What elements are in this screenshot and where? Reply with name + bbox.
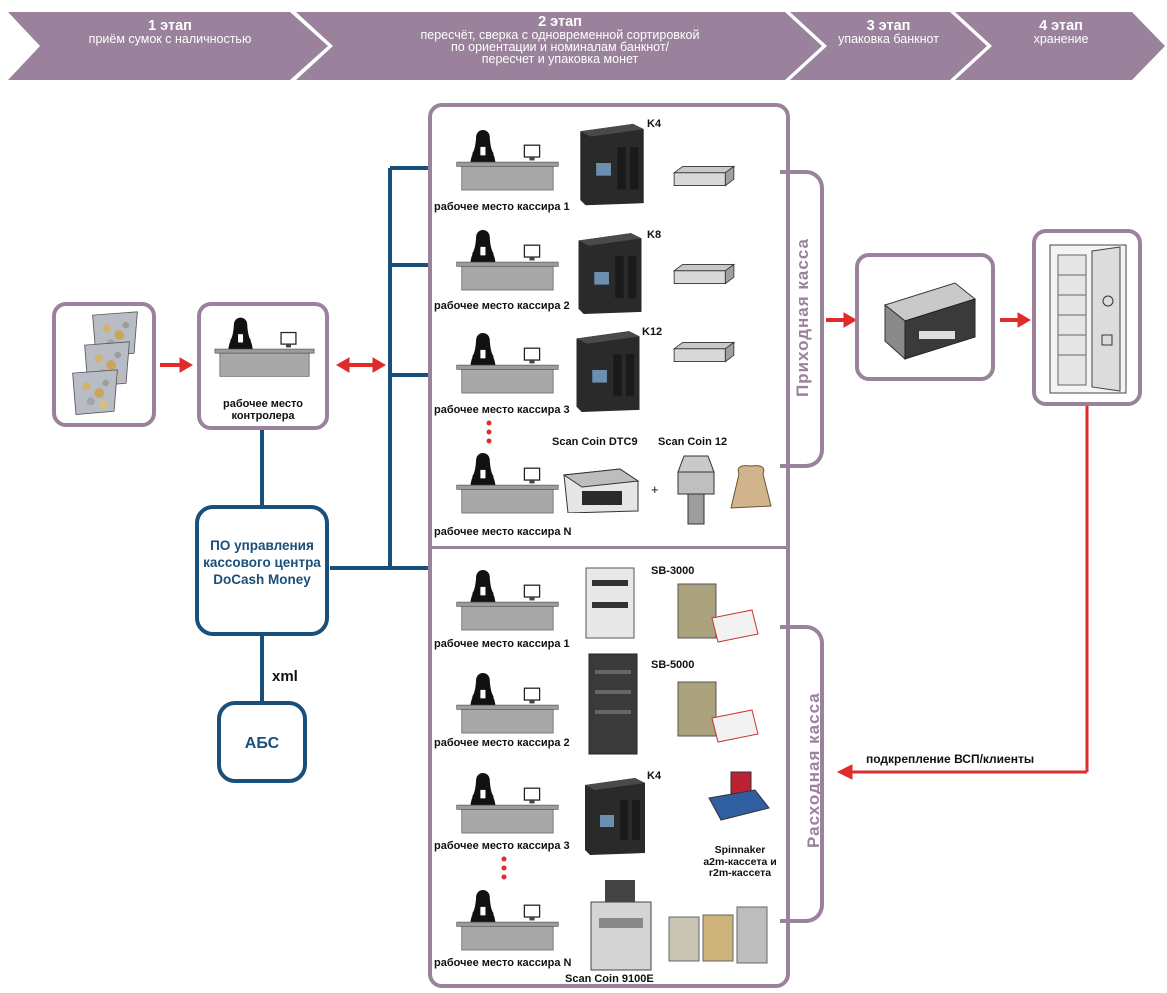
scan-coin-dtc9-icon	[562, 468, 640, 513]
controller-desk-icon	[214, 317, 315, 377]
scan-coin-9100e-icon	[590, 880, 652, 971]
outgoing-desk-2	[455, 672, 559, 734]
stage-2-desc-line: пересчёт, сверка с одновременной сортиро…	[420, 28, 700, 42]
outgoing-ws-label: рабочее место кассира 2	[434, 737, 570, 749]
stage-4-desc: хранение	[1033, 32, 1089, 46]
reinforcement-label: подкрепление ВСП/клиенты	[866, 752, 1035, 766]
tray-icon	[673, 341, 735, 363]
xml-label: xml	[272, 668, 298, 685]
cassette-label-line: Spinnaker	[714, 844, 766, 856]
machine-label: K4	[647, 770, 662, 782]
incoming-bracket	[780, 170, 824, 468]
scan-coin-12-icon	[677, 455, 715, 525]
tray-icon	[673, 263, 735, 285]
cassette-label: Spinnaker a2m-кассета и r2m-кассета	[690, 844, 790, 880]
controller-label-line: рабочее место	[223, 398, 303, 410]
sorter-k4-out-icon	[585, 778, 645, 855]
stage-1-chevron	[8, 12, 328, 80]
section-divider	[430, 546, 788, 549]
incoming-desk-n	[455, 452, 559, 514]
vault-safe-icon	[1049, 244, 1127, 394]
outgoing-desk-3	[455, 772, 559, 834]
arrow-incoming-to-packer	[826, 312, 857, 328]
tray-icon	[673, 165, 735, 187]
stage-2-desc-line: по ориентации и номиналам банкнот/	[450, 40, 670, 54]
outgoing-ws-label: рабочее место кассира 1	[434, 638, 570, 650]
plus-sign: +	[651, 482, 659, 497]
cassette-label-line: a2m-кассета и	[703, 855, 777, 868]
incoming-desk-1	[455, 129, 559, 191]
outgoing-desk-n	[455, 889, 559, 951]
stage-3-chevron	[790, 12, 987, 80]
more-workstations-dots	[486, 420, 492, 444]
cash-bags-icon	[72, 311, 138, 415]
more-workstations-dots	[501, 856, 507, 880]
coin-rolls-icon	[668, 906, 768, 964]
stage-2-desc-line: пересчет и упаковка монет	[481, 52, 639, 66]
sorter-sb5000-icon	[588, 653, 638, 755]
stage-4-title: 4 этап	[1039, 18, 1083, 34]
cash-bags-pack-icon	[677, 583, 759, 643]
cash-bags-pack-icon	[677, 681, 759, 743]
machine-label: K12	[642, 326, 663, 338]
stage-2-chevron	[296, 12, 822, 80]
abs-box: АБС	[217, 701, 307, 783]
machine-label: Scan Coin DTC9	[552, 436, 638, 448]
arrow-controller-bus	[336, 357, 386, 373]
cash-bags-box	[52, 302, 156, 427]
outgoing-desk-1	[455, 569, 559, 631]
controller-label-line: контролера	[231, 410, 295, 422]
incoming-ws-label: рабочее место кассира N	[434, 526, 572, 538]
abs-label: АБС	[244, 735, 280, 752]
sorter-k12-icon	[576, 331, 640, 412]
banknote-packer-icon	[883, 282, 977, 361]
stage-2-title: 2 этап	[538, 14, 582, 30]
stage-1-desc: приём сумок с наличностью	[88, 32, 252, 46]
software-box: ПО управления кассового центра DoCash Mo…	[195, 505, 329, 636]
machine-label: Scan Coin 9100E	[565, 973, 654, 985]
stage-1-title: 1 этап	[148, 18, 192, 34]
arrow-bags-to-controller	[160, 357, 193, 373]
software-line: DoCash Money	[213, 572, 311, 587]
controller-box: рабочее место контролера	[197, 302, 329, 430]
machine-label: SB-5000	[651, 659, 695, 671]
sorter-k8-icon	[578, 233, 642, 314]
incoming-desk-2	[455, 229, 559, 291]
coin-bag-icon	[730, 465, 772, 509]
sorter-sb3000-icon	[585, 567, 635, 639]
stage-4-text: 4 этап хранение	[992, 18, 1130, 46]
incoming-ws-label: рабочее место кассира 2	[434, 300, 570, 312]
outgoing-ws-label: рабочее место кассира N	[434, 957, 572, 969]
packer-box	[855, 253, 995, 381]
stage-3-desc: упаковка банкнот	[838, 32, 939, 46]
incoming-ws-label: рабочее место кассира 1	[434, 201, 570, 213]
stage-1-text: 1 этап приём сумок с наличностью	[45, 18, 295, 46]
stage-4-chevron	[955, 12, 1165, 80]
outgoing-ws-label: рабочее место кассира 3	[434, 840, 570, 852]
machine-label: K8	[647, 229, 662, 241]
stage-3-text: 3 этап упаковка банкнот	[826, 18, 951, 46]
cassette-label-line: r2m-кассета	[708, 867, 772, 879]
incoming-ws-label: рабочее место кассира 3	[434, 404, 570, 416]
controller-label: рабочее место контролера	[201, 398, 325, 422]
software-line: кассового центра	[203, 555, 321, 570]
cassette-icon	[708, 771, 770, 821]
arrow-packer-to-vault	[1000, 312, 1031, 328]
outgoing-bracket	[780, 625, 824, 923]
stage-banner	[8, 12, 1165, 80]
sorter-k4-icon	[580, 123, 644, 206]
outgoing-section-label: Расходная касса	[804, 692, 823, 848]
incoming-section-label: Приходная касса	[793, 238, 812, 397]
software-line: ПО управления	[210, 538, 314, 553]
incoming-desk-3	[455, 332, 559, 394]
vault-box	[1032, 229, 1142, 406]
stage-3-title: 3 этап	[866, 18, 911, 34]
stage-2-text: 2 этап пересчёт, сверка с одновременной …	[340, 14, 780, 66]
machine-label: SB-3000	[651, 565, 695, 577]
machine-label: Scan Coin 12	[658, 436, 728, 448]
arrow-vault-to-outgoing	[836, 406, 1089, 780]
machine-label: K4	[647, 118, 662, 130]
